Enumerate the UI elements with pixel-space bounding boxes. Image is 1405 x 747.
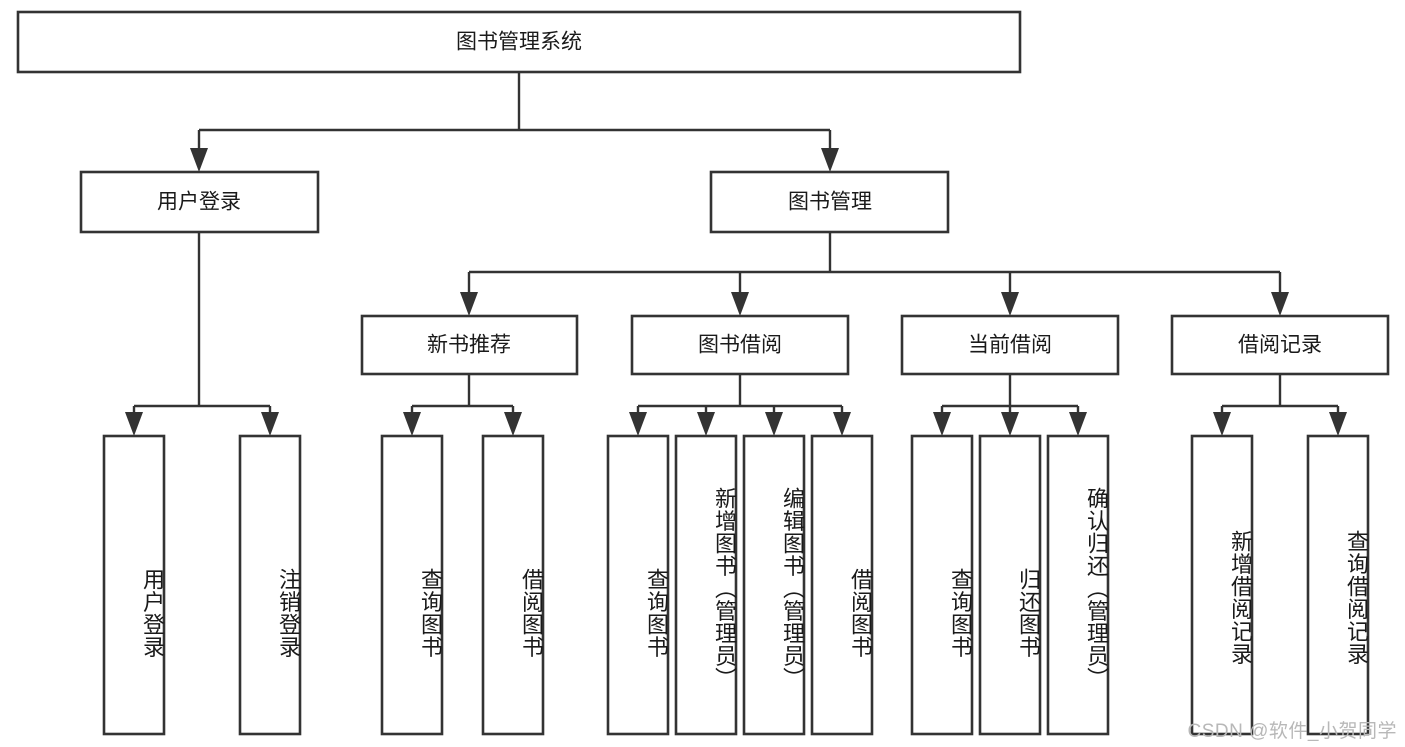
node-root-label: 图书管理系统	[456, 31, 582, 54]
leaf-box-group	[102, 434, 1370, 736]
node-new-book-rec[interactable]: 新书推荐	[360, 314, 579, 376]
node-current-borrow-label: 当前借阅	[968, 334, 1052, 357]
node-current-borrow[interactable]: 当前借阅	[900, 314, 1120, 376]
arrow-leaf-borrow-book-2	[833, 412, 851, 436]
arrow-to-book-borrow	[731, 292, 749, 316]
node-user-login-box[interactable]	[79, 170, 320, 234]
node-leaf-query-book-2-box[interactable]	[606, 434, 670, 736]
node-leaf-borrow-book-1-box[interactable]	[481, 434, 545, 736]
node-leaf-query-book-1-box[interactable]	[380, 434, 444, 736]
node-leaf-add-book-box[interactable]	[674, 434, 738, 736]
node-book-borrow-box[interactable]	[630, 314, 850, 376]
node-book-manage-label: 图书管理	[788, 191, 872, 214]
arrow-to-new-book-rec	[460, 292, 478, 316]
arrow-leaf-confirm-return	[1069, 412, 1087, 436]
node-leaf-borrow-book-2-box[interactable]	[810, 434, 874, 736]
node-borrow-record-label: 借阅记录	[1238, 334, 1322, 357]
arrow-leaf-add-book	[697, 412, 715, 436]
node-root-box[interactable]	[16, 10, 1022, 74]
node-book-borrow-label: 图书借阅	[698, 334, 782, 357]
arrow-leaf-user-logout	[261, 412, 279, 436]
node-leaf-user-login-box[interactable]	[102, 434, 166, 736]
node-book-borrow[interactable]: 图书借阅	[630, 314, 850, 376]
node-leaf-query-record-box[interactable]	[1306, 434, 1370, 736]
node-leaf-confirm-return-box[interactable]	[1046, 434, 1110, 736]
node-root[interactable]: 图书管理系统	[16, 10, 1022, 74]
arrow-leaf-query-book-2	[629, 412, 647, 436]
arrow-to-borrow-record	[1271, 292, 1289, 316]
connector-group	[125, 72, 1347, 436]
arrow-to-book-manage	[821, 148, 839, 172]
node-borrow-record-box[interactable]	[1170, 314, 1390, 376]
node-book-manage-box[interactable]	[709, 170, 950, 234]
arrow-leaf-query-book-3	[933, 412, 951, 436]
node-book-manage[interactable]: 图书管理	[709, 170, 950, 234]
arrow-leaf-add-record	[1213, 412, 1231, 436]
node-new-book-rec-box[interactable]	[360, 314, 579, 376]
arrow-leaf-user-login	[125, 412, 143, 436]
node-borrow-record[interactable]: 借阅记录	[1170, 314, 1390, 376]
node-leaf-edit-book-box[interactable]	[742, 434, 806, 736]
arrow-leaf-query-book-1	[403, 412, 421, 436]
arrow-to-current-borrow	[1001, 292, 1019, 316]
arrow-leaf-query-record	[1329, 412, 1347, 436]
node-leaf-user-logout-box[interactable]	[238, 434, 302, 736]
arrow-leaf-borrow-book-1	[504, 412, 522, 436]
node-user-login[interactable]: 用户登录	[79, 170, 320, 234]
arrow-leaf-edit-book	[765, 412, 783, 436]
node-leaf-return-book-box[interactable]	[978, 434, 1042, 736]
node-leaf-add-record-box[interactable]	[1190, 434, 1254, 736]
node-user-login-label: 用户登录	[157, 191, 241, 214]
node-new-book-rec-label: 新书推荐	[427, 334, 511, 357]
node-leaf-query-book-3-box[interactable]	[910, 434, 974, 736]
arrow-to-user-login	[190, 148, 208, 172]
arrow-leaf-return-book	[1001, 412, 1019, 436]
node-current-borrow-box[interactable]	[900, 314, 1120, 376]
